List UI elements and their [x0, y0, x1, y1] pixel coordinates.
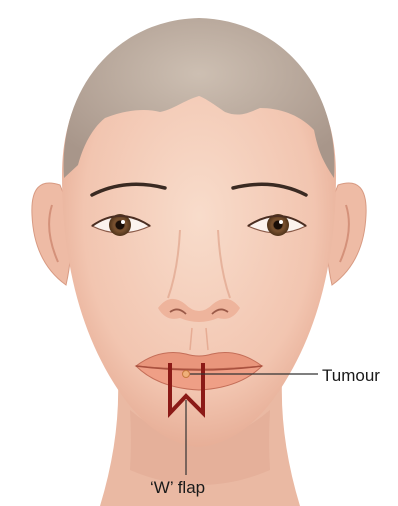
tumour-label: Tumour: [322, 367, 380, 384]
w-flap-label: ‘W’ flap: [150, 479, 205, 496]
tumour-marker: [183, 371, 190, 378]
